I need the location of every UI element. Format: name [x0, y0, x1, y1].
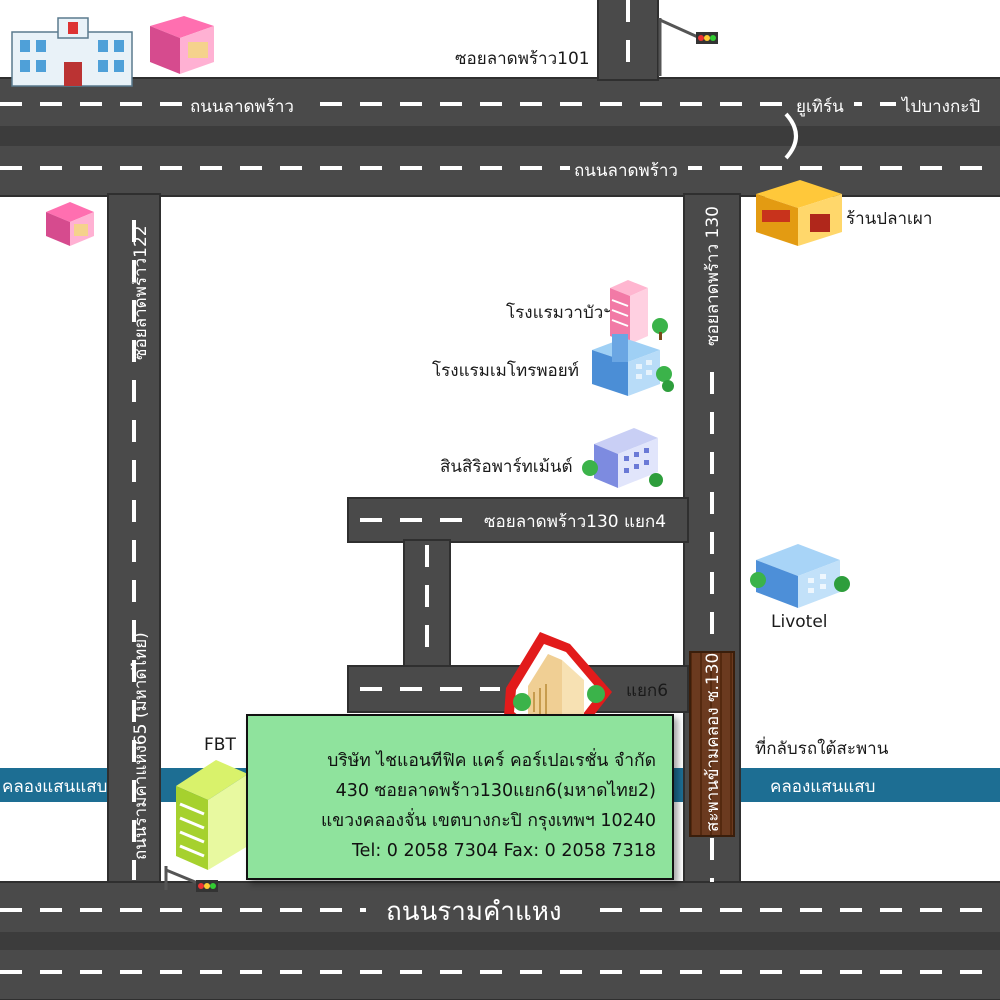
label-ram-soi65: ถนนรามคำแหง65 (มหาดไทย) — [130, 632, 151, 860]
shop-icon — [756, 180, 842, 246]
company-name: บริษัท ไชแอนทีฟิค แคร์ คอร์เปอเรชั่น จำก… — [327, 751, 656, 771]
shop-icon — [150, 16, 214, 74]
label-u-turn: ยูเทิร์น — [796, 97, 844, 117]
label-canal-right: คลองแสนแสบ — [770, 777, 875, 797]
company-address-line1: 430 ซอยลาดพร้าว130แยก6(มหาดไทย2) — [335, 781, 656, 801]
office-building-icon — [176, 760, 266, 870]
label-soi-101: ซอยลาดพร้าว101 — [455, 49, 590, 69]
lane-markings — [0, 0, 1000, 974]
label-to-bang-kapi: ไปบางกะปิ — [900, 96, 980, 117]
hospital-icon — [11, 17, 133, 87]
label-soi-122: ซอยลาดพร้าว122 — [131, 225, 151, 360]
company-address-line2: แขวงคลองจั่น เขตบางกะปิ กรุงเทพฯ 10240 — [321, 811, 656, 831]
label-hotel-wabua: โรงแรมวาบัวฯ — [506, 302, 613, 323]
hotel-icon — [592, 334, 674, 396]
label-lat-phrao-top: ถนนลาดพร้าว — [190, 97, 294, 117]
label-hotel-metro: โรงแรมเมโทรพอยท์ — [432, 360, 579, 381]
label-grilled-fish: ร้านปลาเผา — [846, 209, 932, 229]
company-info-box: บริษัท ไชแอนทีฟิค แคร์ คอร์เปอเรชั่น จำก… — [246, 714, 674, 880]
apartment-icon — [582, 428, 663, 488]
label-ramkhamhaeng: ถนนรามคำแหง — [386, 897, 562, 927]
traffic-light-icon — [164, 866, 218, 892]
label-bridge: สะพานข้ามคลอง ซ.130 — [703, 653, 723, 832]
label-fbt: FBT — [204, 735, 236, 755]
bridge — [689, 651, 735, 837]
label-lat-phrao-bottom: ถนนลาดพร้าว — [574, 161, 678, 181]
label-soi-130: ซอยลาดพร้าว 130 — [703, 206, 723, 346]
label-yaek6: แยก6 — [626, 681, 668, 701]
label-livotel: Livotel — [771, 612, 828, 632]
shop-icon — [46, 202, 94, 246]
traffic-light-icon — [658, 18, 718, 76]
label-u-turn-under-bridge: ที่กลับรถใต้สะพาน — [755, 736, 889, 759]
company-contact: Tel: 0 2058 7304 Fax: 0 2058 7318 — [351, 841, 656, 861]
hotel-icon — [750, 544, 850, 608]
label-soi-130-yaek4: ซอยลาดพร้าว130 แยก4 — [484, 512, 666, 532]
label-canal-left: คลองแสนแสบ — [2, 777, 107, 797]
u-turn-arc — [784, 112, 798, 160]
hotel-icon — [610, 280, 668, 344]
label-sinsiri: สินสิริอพาร์ทเม้นต์ — [440, 457, 572, 477]
